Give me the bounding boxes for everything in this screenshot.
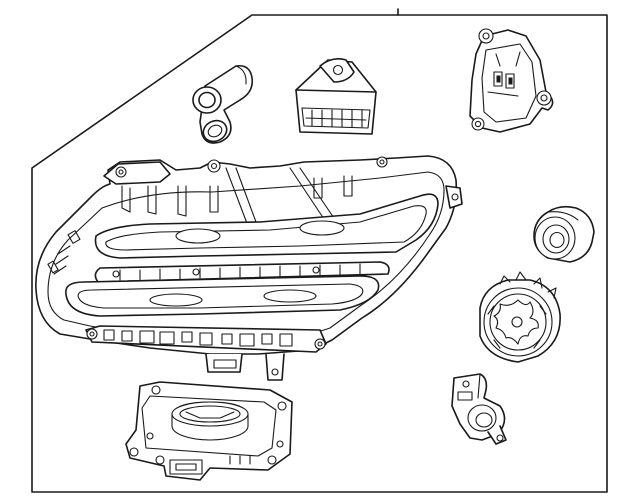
elbow-connector-icon xyxy=(192,64,254,144)
ballast-icon xyxy=(125,381,293,481)
diagram-frame xyxy=(31,8,608,493)
headlamp-icon xyxy=(35,155,463,381)
led-module-icon xyxy=(469,28,554,133)
motor-icon xyxy=(451,373,507,445)
socket-icon xyxy=(479,271,561,363)
cap-icon xyxy=(533,205,595,263)
socket-connector-icon xyxy=(295,58,377,135)
